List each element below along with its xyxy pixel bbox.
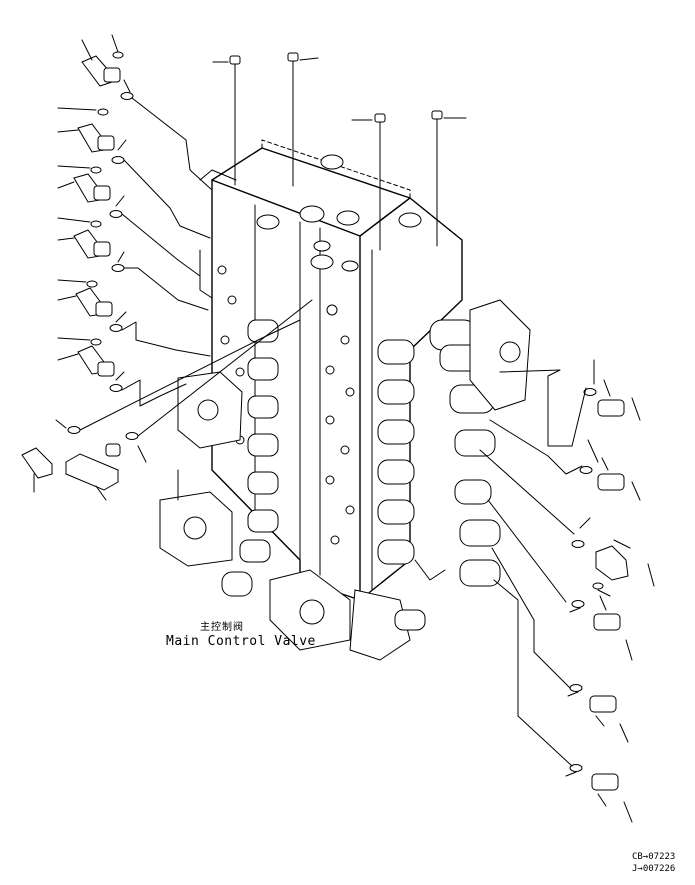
elbow-fitting-7 — [21, 419, 81, 493]
spool-cap-2 — [377, 379, 415, 405]
bottom-flange — [269, 569, 351, 651]
solenoid-4 — [454, 429, 496, 457]
spool-boss-2 — [247, 357, 279, 381]
spool-cap-3 — [377, 419, 415, 445]
bottom-plug-left — [221, 571, 253, 597]
left-leader-lines — [79, 97, 313, 437]
spool-boss-4 — [247, 433, 279, 457]
caption-chinese: 主控制阀 — [200, 622, 244, 633]
top-plug-6 — [310, 254, 334, 270]
elbow-fitting-6 — [57, 337, 125, 392]
valve-side-dashed — [409, 197, 463, 241]
right-fittings — [565, 359, 655, 823]
right-leader-lines — [479, 369, 587, 767]
right-fitting-4 — [569, 595, 633, 661]
left-spool-bosses — [239, 319, 279, 563]
straight-adapter — [65, 432, 147, 501]
top-plug-4 — [336, 210, 360, 226]
spool-cap-1 — [377, 339, 415, 365]
right-fitting-1 — [583, 359, 641, 421]
caption-english: Main Control Valve — [166, 634, 316, 649]
spool-boss-6 — [247, 509, 279, 533]
left-flange-upper — [177, 371, 243, 449]
elbow-fitting-5 — [57, 279, 127, 332]
top-oring-2 — [341, 260, 359, 272]
top-plug-3 — [299, 205, 325, 223]
top-pin-4 — [431, 110, 467, 247]
right-fitting-2 — [579, 439, 641, 501]
right-fitting-5 — [567, 684, 629, 743]
right-fitting-3 — [571, 517, 655, 597]
top-pins — [212, 52, 467, 251]
bottom-plug-right — [394, 609, 426, 631]
top-plug-5 — [398, 212, 422, 228]
spool-cap-6 — [377, 539, 415, 565]
spool-cap-5 — [377, 499, 415, 525]
elbow-fitting-4 — [57, 217, 125, 272]
solenoid-6 — [459, 519, 501, 547]
right-fitting-6 — [565, 764, 633, 823]
bottom-block — [349, 589, 411, 661]
top-pin-1 — [212, 55, 241, 186]
elbow-fitting-3 — [57, 165, 125, 218]
top-pin-2 — [287, 52, 319, 187]
elbow-fitting-1 — [81, 34, 134, 100]
main-control-valve-body — [159, 139, 531, 661]
front-face-holes — [217, 265, 355, 545]
top-oring-1 — [313, 240, 331, 252]
left-flange-lower — [159, 491, 233, 567]
right-spool-caps — [377, 299, 531, 587]
elbow-fitting-2 — [57, 107, 127, 164]
drawing-code-1: CB→07223 — [632, 852, 676, 862]
left-fittings — [21, 34, 147, 501]
spool-boss-5 — [247, 471, 279, 495]
solenoid-7 — [459, 559, 501, 587]
top-plug-1 — [320, 154, 344, 170]
top-plug-2 — [256, 214, 280, 230]
spool-boss-3 — [247, 395, 279, 419]
solenoid-5 — [454, 479, 492, 505]
spool-boss-7 — [239, 539, 271, 563]
drawing-code-2: J→007226 — [632, 864, 676, 874]
top-pin-3 — [351, 113, 386, 251]
spool-cap-4 — [377, 459, 415, 485]
